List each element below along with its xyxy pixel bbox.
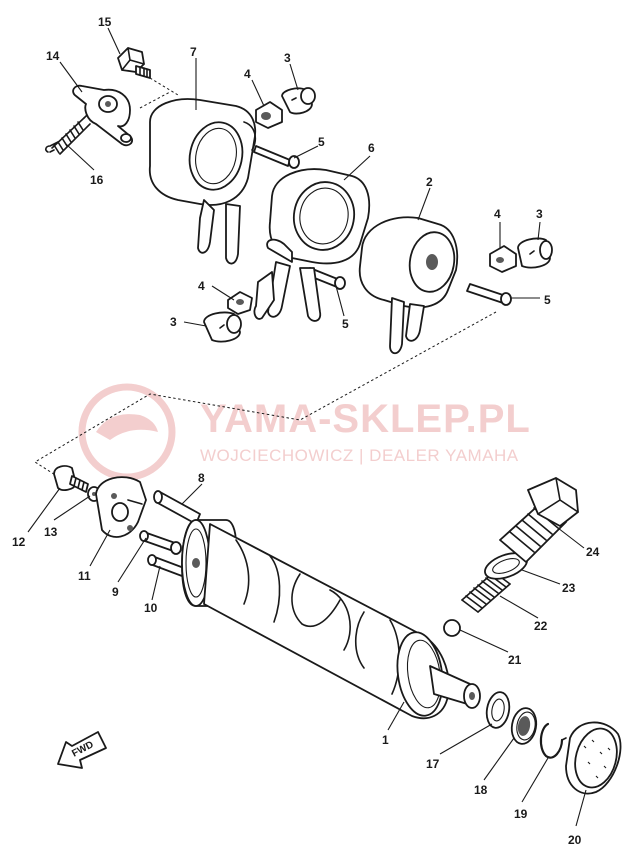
forward-direction-arrow: FWD [57, 731, 107, 769]
part-5-pin-top [253, 145, 300, 169]
callout-23: 23 [562, 581, 576, 595]
callout-24: 24 [586, 545, 600, 559]
part-4-roller-left [227, 291, 253, 315]
part-19-circlip [539, 722, 567, 759]
part-18-bearing [510, 707, 538, 745]
callout-5-middle: 5 [342, 317, 349, 331]
part-20-cap [565, 721, 622, 795]
watermark-title: YAMA-SKLEP.PL [200, 397, 531, 441]
watermark-logo [78, 383, 176, 481]
watermark: YAMA-SKLEP.PL WOJCIECHOWICZ | DEALER YAM… [78, 383, 531, 481]
callout-10: 10 [144, 601, 158, 615]
part-15-bolt [117, 47, 151, 79]
part-4-roller-top [255, 101, 283, 129]
callout-5-top: 5 [318, 135, 325, 149]
part-1-shift-drum [181, 519, 481, 720]
part-3-guide-pin-top [281, 87, 316, 115]
part-7-shift-fork [148, 98, 257, 265]
callout-2: 2 [426, 175, 433, 189]
part-2-shift-fork [358, 216, 459, 355]
part-6-shift-fork [253, 168, 371, 322]
part-10-pin [147, 554, 185, 577]
callout-17: 17 [426, 757, 440, 771]
callout-18: 18 [474, 783, 488, 797]
assembly-guide-lines [34, 77, 497, 479]
callout-16: 16 [90, 173, 104, 187]
part-11-segment-plate [95, 476, 147, 538]
callout-8: 8 [198, 471, 205, 485]
callout-21: 21 [508, 653, 522, 667]
callout-5-right: 5 [544, 293, 551, 307]
callout-4-left: 4 [198, 279, 205, 293]
callout-7: 7 [190, 45, 197, 59]
callout-15: 15 [98, 15, 112, 29]
part-9-pin [139, 530, 182, 555]
part-8-pin [153, 490, 201, 525]
part-5-pin-right [466, 283, 512, 306]
callout-4-top: 4 [244, 67, 251, 81]
callout-numbers: 15 14 16 7 4 3 5 6 2 4 3 5 5 4 3 8 12 13… [12, 15, 600, 847]
part-14-stopper-lever [72, 84, 134, 147]
callout-4-right: 4 [494, 207, 501, 221]
part-3-guide-pin-right [517, 237, 553, 269]
callout-22: 22 [534, 619, 548, 633]
watermark-logo-swoosh [96, 414, 158, 440]
callout-3-left: 3 [170, 315, 177, 329]
callout-11: 11 [78, 569, 91, 583]
callout-19: 19 [514, 807, 528, 821]
watermark-subtitle: WOJCIECHOWICZ | DEALER YAMAHA [200, 446, 519, 465]
callout-leaders [27, 27, 587, 827]
part-21-ball [443, 619, 461, 637]
part-24-plug-bolt [499, 477, 579, 563]
callout-6: 6 [368, 141, 375, 155]
callout-14: 14 [46, 49, 60, 63]
callout-3-right: 3 [536, 207, 543, 221]
callout-3-top: 3 [284, 51, 291, 65]
part-4-roller-right [489, 245, 517, 273]
part-3-guide-pin-left [203, 311, 242, 343]
part-12-screw [53, 465, 89, 493]
part-17-washer [485, 691, 511, 729]
callout-1: 1 [382, 733, 389, 747]
callout-13: 13 [44, 525, 58, 539]
callout-12: 12 [12, 535, 26, 549]
callout-20: 20 [568, 833, 582, 847]
callout-9: 9 [112, 585, 119, 599]
